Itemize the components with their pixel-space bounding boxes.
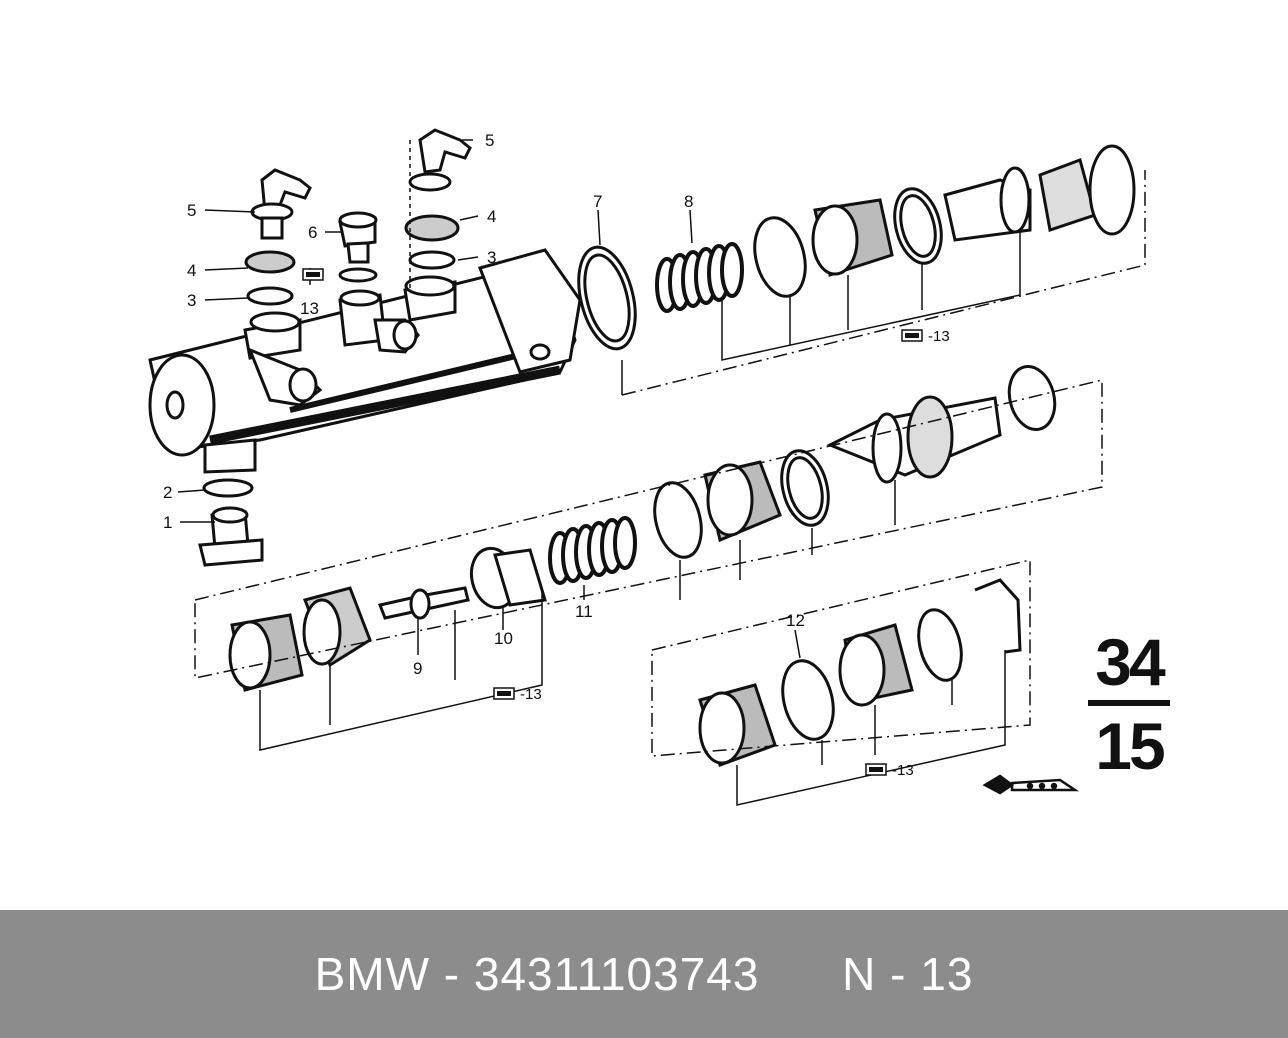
callout-12: 12 — [786, 611, 805, 630]
middle-parts-row — [228, 364, 1057, 692]
callout-4-right: 4 — [487, 207, 496, 226]
callout-8: 8 — [684, 192, 693, 211]
part-number: 34311103743 — [473, 948, 760, 1000]
callout-10: 10 — [494, 629, 513, 648]
callout-labels: 5 4 3 2 1 6 13 5 4 3 7 8 9 10 11 12 -13 … — [163, 131, 950, 779]
section-code-top: 34 — [1095, 625, 1165, 699]
callout-6: 6 — [308, 223, 317, 242]
repair-set-badge-4 — [865, 763, 887, 776]
part-info-footer: BMW - 34311103743 N - 13 — [0, 910, 1288, 1038]
callout-4-left: 4 — [187, 261, 196, 280]
position-label: N - 13 — [842, 948, 974, 1000]
right-hose-elbow — [404, 128, 472, 270]
repair-set-badge-3 — [493, 687, 515, 700]
repair-set-badge-2 — [901, 329, 923, 342]
upper-parts-row — [577, 144, 1136, 351]
footer-separator: - — [429, 948, 474, 1000]
repair-set-ref-3: -13 — [892, 762, 914, 779]
section-code: 34 15 — [1084, 628, 1174, 780]
callout-7: 7 — [593, 192, 602, 211]
callout-5-right: 5 — [485, 131, 494, 150]
callout-3-left: 3 — [187, 291, 196, 310]
leader-lines — [177, 139, 1021, 806]
callout-3-right: 3 — [487, 248, 496, 267]
drain-plug — [198, 478, 264, 567]
exploded-parts-diagram: 5 4 3 2 1 6 13 5 4 3 7 8 9 10 11 12 -13 … — [148, 128, 1146, 806]
master-cylinder-body — [148, 248, 582, 474]
callout-13: 13 — [300, 299, 319, 318]
lower-right-parts-row — [698, 578, 1022, 767]
repair-set-ref-2: -13 — [520, 686, 542, 703]
brand-name: BMW — [314, 948, 430, 1000]
repair-set-ref-1: -13 — [928, 328, 950, 345]
spring-lower — [548, 516, 637, 585]
left-hose-elbow — [244, 168, 312, 306]
grease-gun-icon — [982, 774, 1080, 795]
callout-9: 9 — [413, 659, 422, 678]
repair-set-badge-1 — [302, 268, 324, 281]
callout-11: 11 — [575, 602, 593, 621]
footer-gap — [759, 948, 842, 1000]
callout-1: 1 — [163, 513, 172, 532]
footer-text: BMW - 34311103743 N - 13 — [315, 947, 974, 1001]
group-outlines — [194, 170, 1146, 757]
callout-2: 2 — [163, 483, 172, 502]
spring-upper — [655, 242, 744, 313]
callout-5-left: 5 — [187, 201, 196, 220]
section-code-divider — [1088, 700, 1170, 706]
repair-set-badges — [302, 268, 923, 776]
section-code-bottom: 15 — [1095, 709, 1165, 783]
bleed-plug — [338, 211, 378, 283]
